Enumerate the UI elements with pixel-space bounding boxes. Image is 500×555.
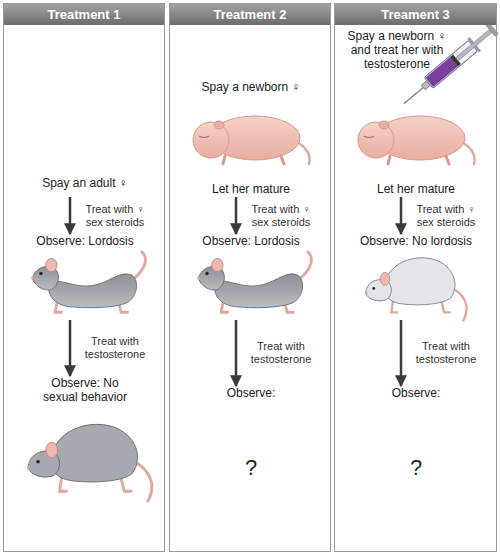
step-box: Observe: No sexual behavior <box>10 376 160 504</box>
step-text: Observe: Lordosis <box>10 234 160 248</box>
step-text: Observe: <box>341 386 491 400</box>
step-text: Spay an adult ♀ <box>10 176 160 190</box>
treatment-panel: Treatment 2 Spay a newborn ♀ Let her matur… <box>169 3 331 552</box>
panel-heading: Treatment 1 <box>4 4 164 25</box>
step-text: ? <box>341 456 491 480</box>
step-text: ? <box>176 456 326 480</box>
step-text: Observe: No sexual behavior <box>38 376 133 404</box>
step-text: Observe: No lordosis <box>341 234 491 248</box>
step-box: Observe: No lordosis <box>341 234 491 319</box>
step-box: Observe:? <box>176 386 326 480</box>
treatment-panel: Treament 3 Spay a newborn ♀ and treat her… <box>334 3 497 552</box>
step-text: Spay a newborn ♀ and treat her with test… <box>341 29 453 71</box>
step-text: Let her mature <box>341 182 491 196</box>
panel-heading: Treament 3 <box>335 4 496 25</box>
treatment-panel: Treatment 1 Spay an adult ♀ Observe: Lordo… <box>3 3 165 552</box>
step-box: Spay an adult ♀ <box>10 176 160 196</box>
step-box: Spay a newborn ♀ Let her mature <box>176 80 326 196</box>
step-box: Observe:? <box>341 386 491 480</box>
step-text: Observe: Lordosis <box>176 234 326 248</box>
step-box: Observe: Lordosis <box>10 234 160 319</box>
step-text: Spay a newborn ♀ <box>176 80 326 94</box>
step-text: Let her mature <box>176 182 326 196</box>
step-text: Observe: <box>176 386 326 400</box>
step-box: Spay a newborn ♀ and treat her with test… <box>341 29 491 196</box>
panel-heading: Treatment 2 <box>170 4 330 25</box>
step-box: Observe: Lordosis <box>176 234 326 319</box>
